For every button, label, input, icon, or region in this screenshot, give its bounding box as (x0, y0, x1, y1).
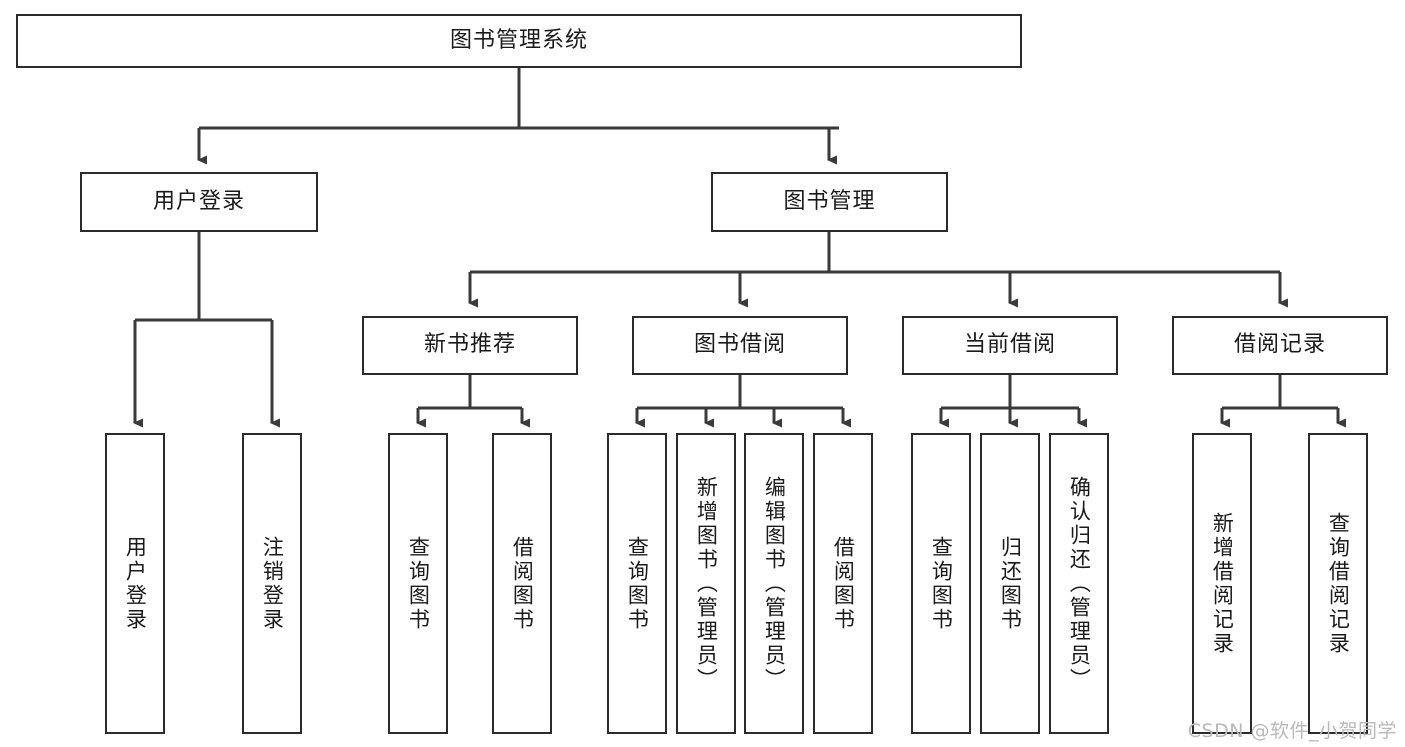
node-label: 用户登录 (152, 188, 245, 214)
node-leaf-borrow-edit-book[interactable]: 编辑图书（管理员） (744, 433, 804, 734)
node-label: 借阅图书 (510, 535, 535, 632)
node-leaf-current-query[interactable]: 查询图书 (911, 433, 971, 734)
node-label: 借阅记录 (1233, 332, 1326, 358)
node-book-management[interactable]: 图书管理 (711, 172, 948, 232)
node-label: 图书管理 (783, 188, 876, 214)
node-leaf-records-add[interactable]: 新增借阅记录 (1192, 433, 1252, 734)
node-label: 查询图书 (929, 535, 954, 632)
node-new-book-recommend[interactable]: 新书推荐 (362, 316, 578, 375)
node-label: 新增借阅记录 (1210, 511, 1235, 656)
node-current-borrow[interactable]: 当前借阅 (902, 316, 1118, 375)
node-leaf-new-books-borrow[interactable]: 借阅图书 (492, 433, 552, 734)
node-label: 图书管理系统 (449, 27, 588, 53)
node-leaf-new-books-query[interactable]: 查询图书 (388, 433, 448, 734)
node-book-borrow[interactable]: 图书借阅 (632, 316, 848, 375)
node-root-system[interactable]: 图书管理系统 (16, 14, 1022, 68)
node-leaf-user-login-login[interactable]: 用户登录 (105, 433, 165, 734)
node-label: 新增图书（管理员） (694, 475, 719, 692)
node-label: 借阅图书 (831, 535, 856, 632)
node-label: 当前借阅 (963, 332, 1056, 358)
node-label: 归还图书 (998, 535, 1023, 632)
node-user-login[interactable]: 用户登录 (80, 172, 318, 232)
node-leaf-borrow-borrow-book[interactable]: 借阅图书 (813, 433, 873, 734)
node-label: 查询图书 (406, 535, 431, 632)
node-leaf-borrow-add-book[interactable]: 新增图书（管理员） (676, 433, 736, 734)
node-borrow-records[interactable]: 借阅记录 (1172, 316, 1388, 375)
node-leaf-borrow-query[interactable]: 查询图书 (607, 433, 667, 734)
node-label: 查询图书 (625, 535, 650, 632)
node-label: 查询借阅记录 (1326, 511, 1351, 656)
node-label: 确认归还（管理员） (1067, 475, 1092, 692)
node-label: 新书推荐 (423, 332, 516, 358)
node-leaf-user-login-logout[interactable]: 注销登录 (242, 433, 302, 734)
node-leaf-current-confirm-return[interactable]: 确认归还（管理员） (1049, 433, 1109, 734)
node-label: 用户登录 (123, 535, 148, 632)
node-leaf-current-return[interactable]: 归还图书 (980, 433, 1040, 734)
node-label: 图书借阅 (693, 332, 786, 358)
node-label: 注销登录 (260, 535, 285, 632)
node-leaf-records-query[interactable]: 查询借阅记录 (1308, 433, 1368, 734)
node-label: 编辑图书（管理员） (762, 475, 787, 692)
